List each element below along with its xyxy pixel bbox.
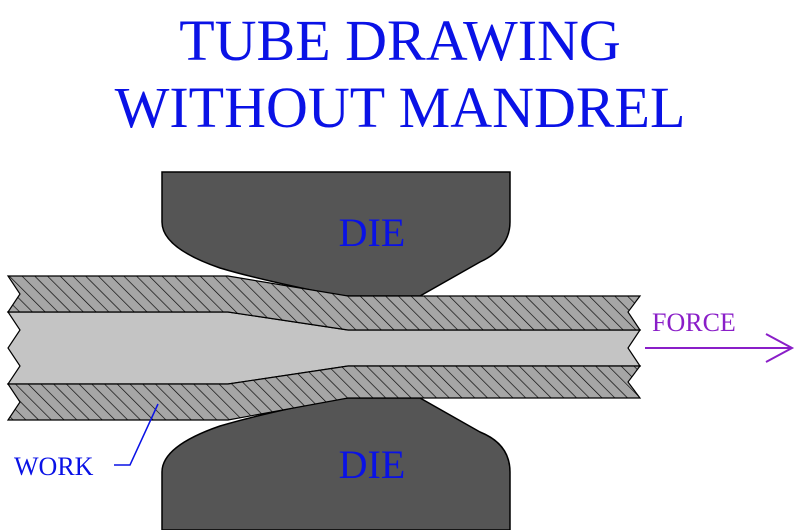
title-line-2: WITHOUT MANDREL: [115, 75, 686, 140]
tube-lower-wall: [6, 365, 642, 421]
die-label-top: DIE: [339, 210, 406, 255]
force-arrow: [645, 333, 795, 363]
top-die: [161, 171, 511, 297]
title-line-1: TUBE DRAWING: [179, 8, 621, 73]
die-label-bottom: DIE: [339, 442, 406, 487]
force-label: FORCE: [652, 308, 736, 337]
tube-upper-wall: [6, 275, 642, 331]
work-leader-line: [114, 403, 159, 466]
work-label: WORK: [14, 452, 94, 481]
